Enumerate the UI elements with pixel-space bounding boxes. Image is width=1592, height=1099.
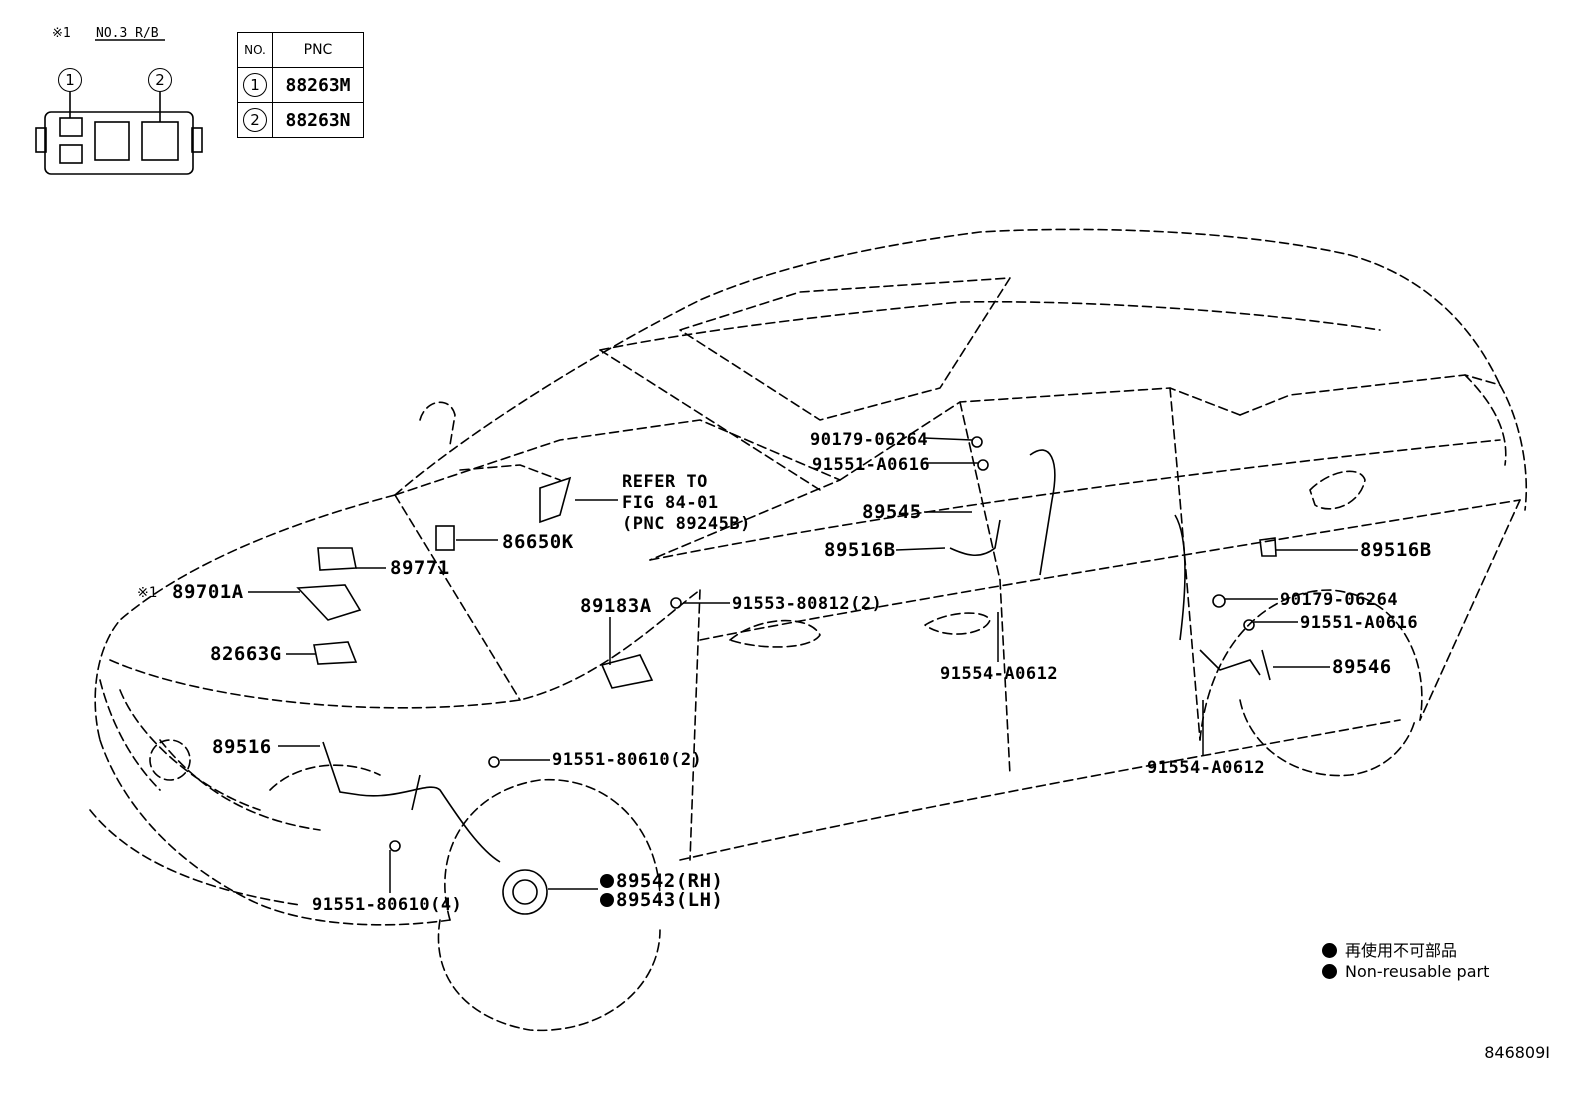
label-90179-upper: 90179-06264 — [810, 430, 929, 450]
label-89183a: 89183A — [580, 595, 652, 617]
non-reusable-dot-icon — [1322, 943, 1337, 958]
label-90179-right: 90179-06264 — [1280, 590, 1399, 610]
label-91551-80610-4: 91551-80610(4) — [312, 895, 463, 915]
label-91554-a0612-right: 91554-A0612 — [1147, 758, 1266, 778]
callout-1: 1 — [58, 68, 82, 92]
label-86650k: 86650K — [502, 531, 574, 553]
label-89542-rh: 89542(RH) — [616, 870, 724, 892]
label-91551-80610-2: 91551-80610(2) — [552, 750, 703, 770]
mark-1: ※1 — [137, 585, 158, 601]
legend-jp: 再使用不可部品 — [1322, 937, 1457, 961]
table-row: 2 88263N — [237, 102, 364, 138]
row-no: 1 — [243, 73, 267, 97]
pnc-table: NO. PNC 1 88263M 2 88263N — [237, 32, 364, 138]
header-no: NO. — [237, 32, 273, 68]
legend-en: Non-reusable part — [1322, 962, 1489, 981]
label-89516b-left: 89516B — [824, 539, 896, 561]
label-89701a: 89701A — [172, 581, 244, 603]
label-82663g: 82663G — [210, 643, 282, 665]
figure-number: 846809I — [1484, 1043, 1550, 1062]
header-pnc: PNC — [272, 32, 364, 68]
relay-block-drawing — [35, 39, 203, 175]
label-91554-a0612-mid: 91554-A0612 — [940, 664, 1059, 684]
legend-en-text: Non-reusable part — [1345, 962, 1490, 981]
row-pnc: 88263N — [272, 102, 364, 138]
label-89546: 89546 — [1332, 656, 1392, 678]
relay-note-mark: ※1 — [52, 26, 71, 41]
label-91553-80812: 91553-80812(2) — [732, 594, 883, 614]
callout-2: 2 — [148, 68, 172, 92]
label-91551-a0616-right: 91551-A0616 — [1300, 613, 1419, 633]
row-pnc: 88263M — [272, 67, 364, 103]
label-89516b-right: 89516B — [1360, 539, 1432, 561]
table-row: 1 88263M — [237, 67, 364, 103]
refer-line-1: REFER TO — [622, 472, 708, 492]
row-no: 2 — [243, 108, 267, 132]
legend-jp-text: 再使用不可部品 — [1345, 941, 1458, 960]
label-89516: 89516 — [212, 736, 272, 758]
non-reusable-dot-icon — [1322, 964, 1337, 979]
label-89543-lh: 89543(LH) — [616, 889, 724, 911]
refer-line-3: (PNC 89245B) — [622, 514, 751, 534]
pnc-table-header: NO. PNC — [237, 32, 364, 68]
refer-line-2: FIG 84-01 — [622, 493, 719, 513]
relay-note-text: NO.3 R/B — [96, 26, 159, 41]
label-91551-a0616-upper: 91551-A0616 — [812, 455, 931, 475]
label-89545: 89545 — [862, 501, 922, 523]
label-89771: 89771 — [390, 557, 450, 579]
